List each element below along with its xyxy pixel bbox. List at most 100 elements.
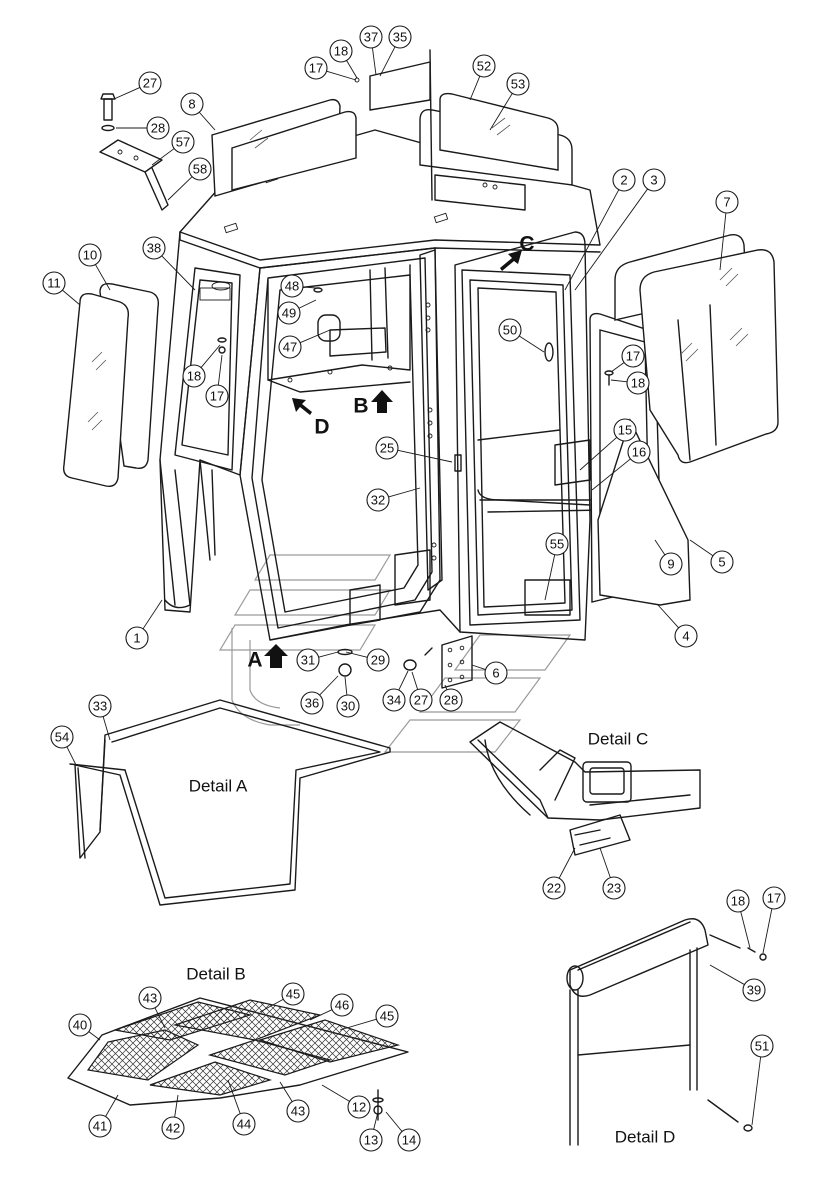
callout-label: 27 bbox=[143, 76, 157, 91]
callout-label: 43 bbox=[291, 1104, 305, 1119]
callout-circle bbox=[359, 1128, 383, 1152]
leader-line-c17b bbox=[217, 354, 223, 386]
callout-c54: 54 bbox=[50, 725, 74, 749]
callout-circle bbox=[409, 688, 433, 712]
callout-c1: 1 bbox=[125, 626, 149, 650]
leader-line-c35 bbox=[379, 46, 396, 77]
detail-d-drawing bbox=[566, 918, 767, 1146]
callout-label: 18 bbox=[731, 894, 745, 909]
callout-label: 33 bbox=[93, 699, 107, 714]
leader-line-c25 bbox=[397, 449, 453, 463]
callout-circle bbox=[146, 116, 170, 140]
callout-circle bbox=[542, 876, 566, 900]
callout-label: 18 bbox=[631, 376, 645, 391]
callout-c31: 31 bbox=[296, 648, 320, 672]
view-label-b: B bbox=[353, 395, 368, 418]
callout-label: 32 bbox=[371, 493, 385, 508]
callout-label: 7 bbox=[723, 195, 730, 210]
leader-line-c51 bbox=[751, 1056, 762, 1126]
leader-line-c52 bbox=[469, 76, 481, 101]
callout-label: 5 bbox=[718, 555, 725, 570]
leader-line-c11 bbox=[62, 289, 81, 306]
callout-c58: 58 bbox=[188, 157, 212, 181]
detail-b-title: Detail B bbox=[186, 965, 246, 984]
callout-label: 43 bbox=[143, 991, 157, 1006]
callout-label: 13 bbox=[364, 1133, 378, 1148]
callout-c34: 34 bbox=[382, 688, 406, 712]
callout-circle bbox=[330, 993, 354, 1017]
callout-circle bbox=[366, 488, 390, 512]
detail-d-title: Detail D bbox=[615, 1128, 675, 1147]
callout-circle bbox=[375, 1004, 399, 1028]
watermark-logo bbox=[218, 554, 572, 753]
view-arrow-c bbox=[500, 250, 522, 271]
callout-label: 28 bbox=[444, 693, 458, 708]
leader-line-c22 bbox=[558, 847, 576, 879]
leader-line-c36 bbox=[319, 675, 339, 696]
callout-circle bbox=[286, 1099, 310, 1123]
callout-c37: 37 bbox=[359, 25, 383, 49]
callout-label: 34 bbox=[387, 693, 401, 708]
leader-line-c12 bbox=[321, 1084, 350, 1102]
callout-circle bbox=[180, 92, 204, 116]
callout-c17a: 17 bbox=[304, 56, 328, 80]
callout-label: 42 bbox=[166, 1121, 180, 1136]
callout-circle bbox=[612, 168, 636, 192]
callout-label: 28 bbox=[151, 121, 165, 136]
callout-c38: 38 bbox=[142, 236, 166, 260]
callout-label: 31 bbox=[301, 653, 315, 668]
callout-circle bbox=[484, 661, 508, 685]
callout-circle bbox=[329, 39, 353, 63]
leader-line-c31 bbox=[318, 651, 339, 658]
leader-line-c32 bbox=[388, 487, 421, 498]
callout-circle bbox=[613, 418, 637, 442]
callout-label: 52 bbox=[477, 59, 491, 74]
callout-label: 38 bbox=[147, 241, 161, 256]
callout-c44: 44 bbox=[232, 1112, 256, 1136]
leader-line-c17a bbox=[326, 70, 357, 81]
callout-c17d: 17 bbox=[762, 886, 786, 910]
leader-line-c30 bbox=[344, 676, 348, 696]
callout-circle bbox=[138, 986, 162, 1010]
callout-c57: 57 bbox=[171, 130, 195, 154]
callout-circle bbox=[388, 25, 412, 49]
detail-a-drawing bbox=[69, 699, 391, 906]
callout-circle bbox=[659, 552, 683, 576]
leader-line-c43a bbox=[154, 1007, 166, 1029]
callout-label: 41 bbox=[93, 1119, 107, 1134]
callout-circle bbox=[171, 130, 195, 154]
callout-label: 27 bbox=[414, 693, 428, 708]
callout-label: 37 bbox=[364, 30, 378, 45]
detail-c-drawing bbox=[469, 721, 701, 856]
callout-c29: 29 bbox=[366, 648, 390, 672]
leader-line-c41 bbox=[105, 1094, 119, 1117]
callout-circle bbox=[205, 384, 229, 408]
callout-label: 55 bbox=[550, 537, 564, 552]
callout-label: 57 bbox=[176, 135, 190, 150]
callout-circle bbox=[545, 532, 569, 556]
callout-c40: 40 bbox=[68, 1013, 92, 1037]
callout-c18b: 18 bbox=[182, 364, 206, 388]
leader-line-c27a bbox=[113, 87, 141, 100]
callout-c15: 15 bbox=[613, 418, 637, 442]
callout-circle bbox=[138, 71, 162, 95]
callout-c47: 47 bbox=[278, 335, 302, 359]
leader-line-c57 bbox=[151, 148, 175, 166]
callout-circle bbox=[336, 694, 360, 718]
callout-circle bbox=[472, 54, 496, 78]
leader-line-c16 bbox=[591, 458, 631, 491]
callout-c5: 5 bbox=[710, 550, 734, 574]
leader-line-c45a bbox=[259, 998, 284, 1013]
callout-c43a: 43 bbox=[138, 986, 162, 1010]
callout-c45a: 45 bbox=[281, 982, 305, 1006]
leader-line-c17c bbox=[610, 362, 625, 373]
callout-c35: 35 bbox=[388, 25, 412, 49]
callout-c13: 13 bbox=[359, 1128, 383, 1152]
leader-line-c18d bbox=[740, 911, 751, 949]
leader-line-c3 bbox=[574, 188, 648, 291]
callout-c22: 22 bbox=[542, 876, 566, 900]
detail-b-drawing bbox=[67, 997, 409, 1121]
leader-line-c18b bbox=[200, 344, 221, 368]
